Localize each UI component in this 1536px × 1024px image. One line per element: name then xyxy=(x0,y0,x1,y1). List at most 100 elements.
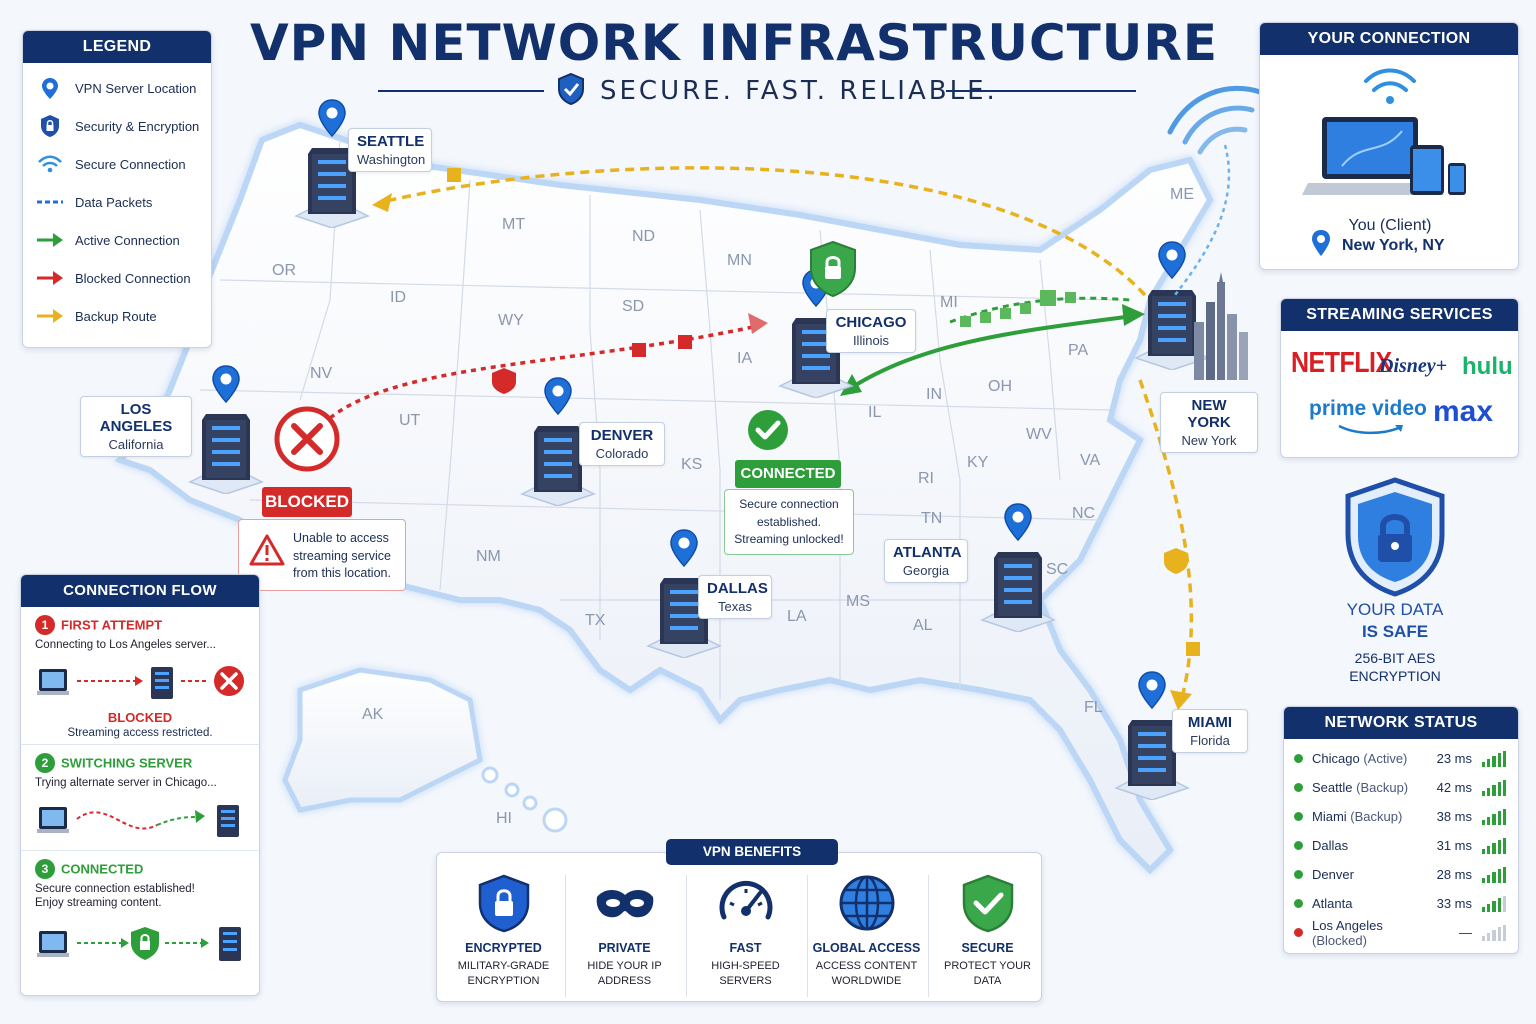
chicago-shield-lock-icon xyxy=(810,240,856,298)
data-packets xyxy=(447,168,1200,656)
connected-message-3: Streaming unlocked! xyxy=(734,532,844,546)
warning-icon xyxy=(249,534,285,566)
server-miami xyxy=(1114,671,1190,800)
state-label-ut: UT xyxy=(399,412,421,429)
state-label-tn: TN xyxy=(921,510,943,527)
legend-item-secure-connection: Secure Connection xyxy=(23,145,211,183)
state-label-fl: FL xyxy=(1084,699,1103,716)
state-label-la: LA xyxy=(787,608,807,625)
city-label-denver: DENVER Colorado xyxy=(579,422,665,466)
step-desc-1: Connecting to Los Angeles server... xyxy=(35,639,216,651)
legend-panel: LEGEND VPN Server Location Security & En… xyxy=(22,30,212,348)
page-title: VPN NETWORK INFRASTRUCTURE xyxy=(249,14,1219,72)
connected-message-2: established. xyxy=(756,514,822,529)
server-name: Denver xyxy=(1312,867,1354,882)
shield-lock-icon xyxy=(41,115,59,137)
state-label-pa: PA xyxy=(1068,342,1089,359)
server-tag: (Backup) xyxy=(1350,809,1403,824)
server-los-angeles xyxy=(188,365,264,494)
backup-route-seattle xyxy=(377,166,1147,297)
blocked-message-3: from this location. xyxy=(293,566,391,580)
flow-3-diagram xyxy=(37,927,241,961)
mask-icon xyxy=(596,890,653,918)
connected-check-icon xyxy=(748,410,788,450)
server-dallas xyxy=(646,529,722,658)
city-label-new-york: NEW YORK New York xyxy=(1160,392,1258,453)
latency: 28 ms xyxy=(1436,867,1472,882)
legend-item-data-packets: Data Packets xyxy=(23,183,211,221)
city-label-chicago: CHICAGO Illinois xyxy=(826,309,916,353)
server-name: Seattle xyxy=(1312,780,1353,795)
state-label-il: IL xyxy=(868,404,882,421)
wifi-signal-icon xyxy=(1167,85,1263,155)
subtitle-rule-right xyxy=(946,90,1136,92)
latency: — xyxy=(1459,925,1472,940)
location-pin-icon xyxy=(42,78,58,99)
server-tag: (Blocked) xyxy=(1312,932,1367,948)
signal-bars-icon xyxy=(1482,808,1507,825)
state-label-ia: IA xyxy=(737,350,753,367)
location-pin-icon xyxy=(544,377,572,416)
server-tag: (Active) xyxy=(1363,751,1408,766)
blocked-badge: BLOCKED xyxy=(262,487,352,517)
flow-step-3: 3 CONNECTED Secure connection established… xyxy=(21,851,259,991)
signal-bars-icon xyxy=(1482,750,1507,767)
client-location: New York, NY xyxy=(1342,237,1445,254)
status-dot xyxy=(1294,899,1303,908)
netflix-logo: NETFLIX xyxy=(1291,346,1392,380)
subtitle-rule-left xyxy=(378,90,544,92)
city-label-miami: MIAMI Florida xyxy=(1172,709,1248,753)
step-1-result-title: BLOCKED xyxy=(107,710,173,725)
state-label-nv: NV xyxy=(310,365,333,382)
prime-smile-icon xyxy=(1338,424,1403,435)
blocked-message-box: Unable to access streaming service from … xyxy=(238,519,406,591)
route-shield-icon-red xyxy=(492,368,516,394)
connected-message-box: Secure connection established. Streaming… xyxy=(724,489,854,555)
state-label-mn: MN xyxy=(727,252,752,269)
new-york-skyline-icon xyxy=(1194,272,1248,380)
connected-message-1: Secure connection xyxy=(739,497,839,511)
client-location-pin-icon xyxy=(1312,230,1330,256)
data-safe-line1: YOUR DATA xyxy=(1346,600,1444,619)
route-shield-icon-yellow xyxy=(1164,548,1188,574)
step-desc-2: Trying alternate server in Chicago... xyxy=(35,777,217,789)
vpn-benefits-title: VPN BENEFITS xyxy=(666,839,838,865)
state-label-mi: MI xyxy=(940,294,958,311)
status-dot xyxy=(1294,783,1303,792)
connected-badge: CONNECTED xyxy=(735,460,841,488)
city-label-dallas: DALLAS Texas xyxy=(698,575,772,619)
state-label-tx: TX xyxy=(585,612,606,629)
step-title-3: CONNECTED xyxy=(61,861,144,877)
latency: 33 ms xyxy=(1436,896,1472,911)
hulu-logo: hulu xyxy=(1462,353,1513,380)
step-desc-3b: Enjoy streaming content. xyxy=(35,897,162,909)
streaming-services-title: STREAMING SERVICES xyxy=(1281,299,1518,331)
active-route xyxy=(843,313,1141,394)
location-pin-icon xyxy=(318,99,346,138)
step-desc-3a: Secure connection established! xyxy=(35,883,195,895)
speedometer-icon xyxy=(719,880,772,920)
network-status-row: Atlanta 33 ms xyxy=(1284,889,1518,918)
server-atlanta xyxy=(980,503,1056,632)
step-number-1: 1 xyxy=(35,615,55,635)
state-label-ri: RI xyxy=(918,470,934,487)
server-tag: (Backup) xyxy=(1356,780,1409,795)
city-label-los-angeles: LOS ANGELES California xyxy=(80,396,192,457)
dashed-line-icon xyxy=(37,200,63,204)
encrypted-shield-icon xyxy=(478,874,529,933)
your-connection-panel: YOUR CONNECTION You (Client) New York, N… xyxy=(1259,22,1519,270)
server-name: Atlanta xyxy=(1312,896,1353,911)
network-status-row: Seattle (Backup)42 ms xyxy=(1284,773,1518,802)
server-name: Los Angeles xyxy=(1312,917,1383,933)
status-dot xyxy=(1294,812,1303,821)
location-pin-icon xyxy=(212,365,240,404)
city-label-atlanta: ATLANTA Georgia xyxy=(884,539,968,583)
step-number-3: 3 xyxy=(35,859,55,879)
